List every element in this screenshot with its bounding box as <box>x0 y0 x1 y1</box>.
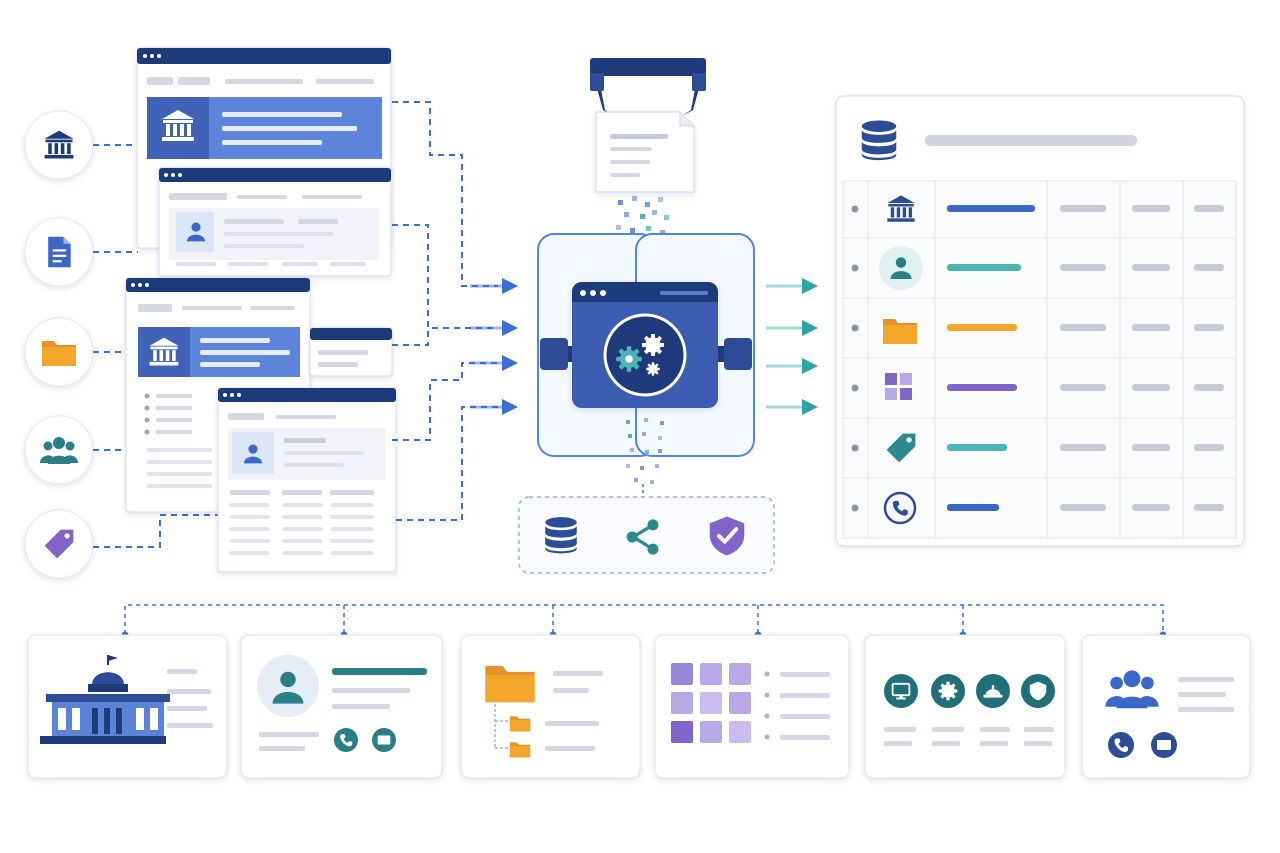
category-card-contact[interactable] <box>240 634 443 779</box>
data-stream-bottom <box>626 418 664 484</box>
arrow-right-icon <box>802 358 818 374</box>
table-row[interactable] <box>851 195 1225 222</box>
table-row[interactable] <box>851 319 1225 344</box>
source-item-tag[interactable] <box>24 509 94 579</box>
structured-output-table <box>835 95 1245 547</box>
grid-blocks-icon <box>885 373 912 400</box>
category-card-services[interactable] <box>864 634 1066 779</box>
table-row[interactable] <box>851 373 1225 400</box>
category-card-catalog[interactable] <box>654 634 850 779</box>
document-icon <box>48 236 71 268</box>
source-window-2 <box>158 167 392 277</box>
category-card-people[interactable] <box>1081 634 1251 779</box>
source-window-5 <box>217 387 397 573</box>
arrow-right-icon <box>502 399 518 415</box>
category-card-government[interactable] <box>27 634 228 779</box>
mail-icon <box>1156 739 1172 751</box>
mail-icon <box>377 734 391 746</box>
source-icons <box>24 110 94 579</box>
source-item-folder[interactable] <box>24 317 94 387</box>
category-card-files[interactable] <box>460 634 641 779</box>
arrow-right-icon <box>502 320 518 336</box>
output-arrows <box>766 278 818 415</box>
arrow-right-icon <box>802 399 818 415</box>
table-row[interactable] <box>851 433 1225 463</box>
support-services <box>518 496 775 574</box>
source-connectors <box>93 144 218 548</box>
arrow-right-icon <box>802 278 818 294</box>
table-row[interactable] <box>851 491 1225 525</box>
document-clamp <box>590 58 706 116</box>
processing-engine <box>537 233 755 457</box>
table-rows <box>851 195 1225 525</box>
table-row[interactable] <box>851 246 1225 290</box>
gears-icon <box>616 346 642 372</box>
grid-blocks-icon <box>671 663 751 743</box>
source-window-4 <box>309 327 393 377</box>
input-arrows <box>470 278 518 415</box>
source-item-government[interactable] <box>24 110 94 180</box>
window-to-engine-connectors <box>392 101 498 521</box>
government-building-icon <box>40 655 170 744</box>
arrow-right-icon <box>502 355 518 371</box>
scanned-document <box>595 111 695 193</box>
arrow-right-icon <box>802 320 818 336</box>
source-item-document[interactable] <box>24 217 94 287</box>
category-tree-connectors <box>124 604 1164 634</box>
arrow-right-icon <box>502 278 518 294</box>
gear-icon <box>938 681 958 701</box>
source-item-people[interactable] <box>24 415 94 485</box>
